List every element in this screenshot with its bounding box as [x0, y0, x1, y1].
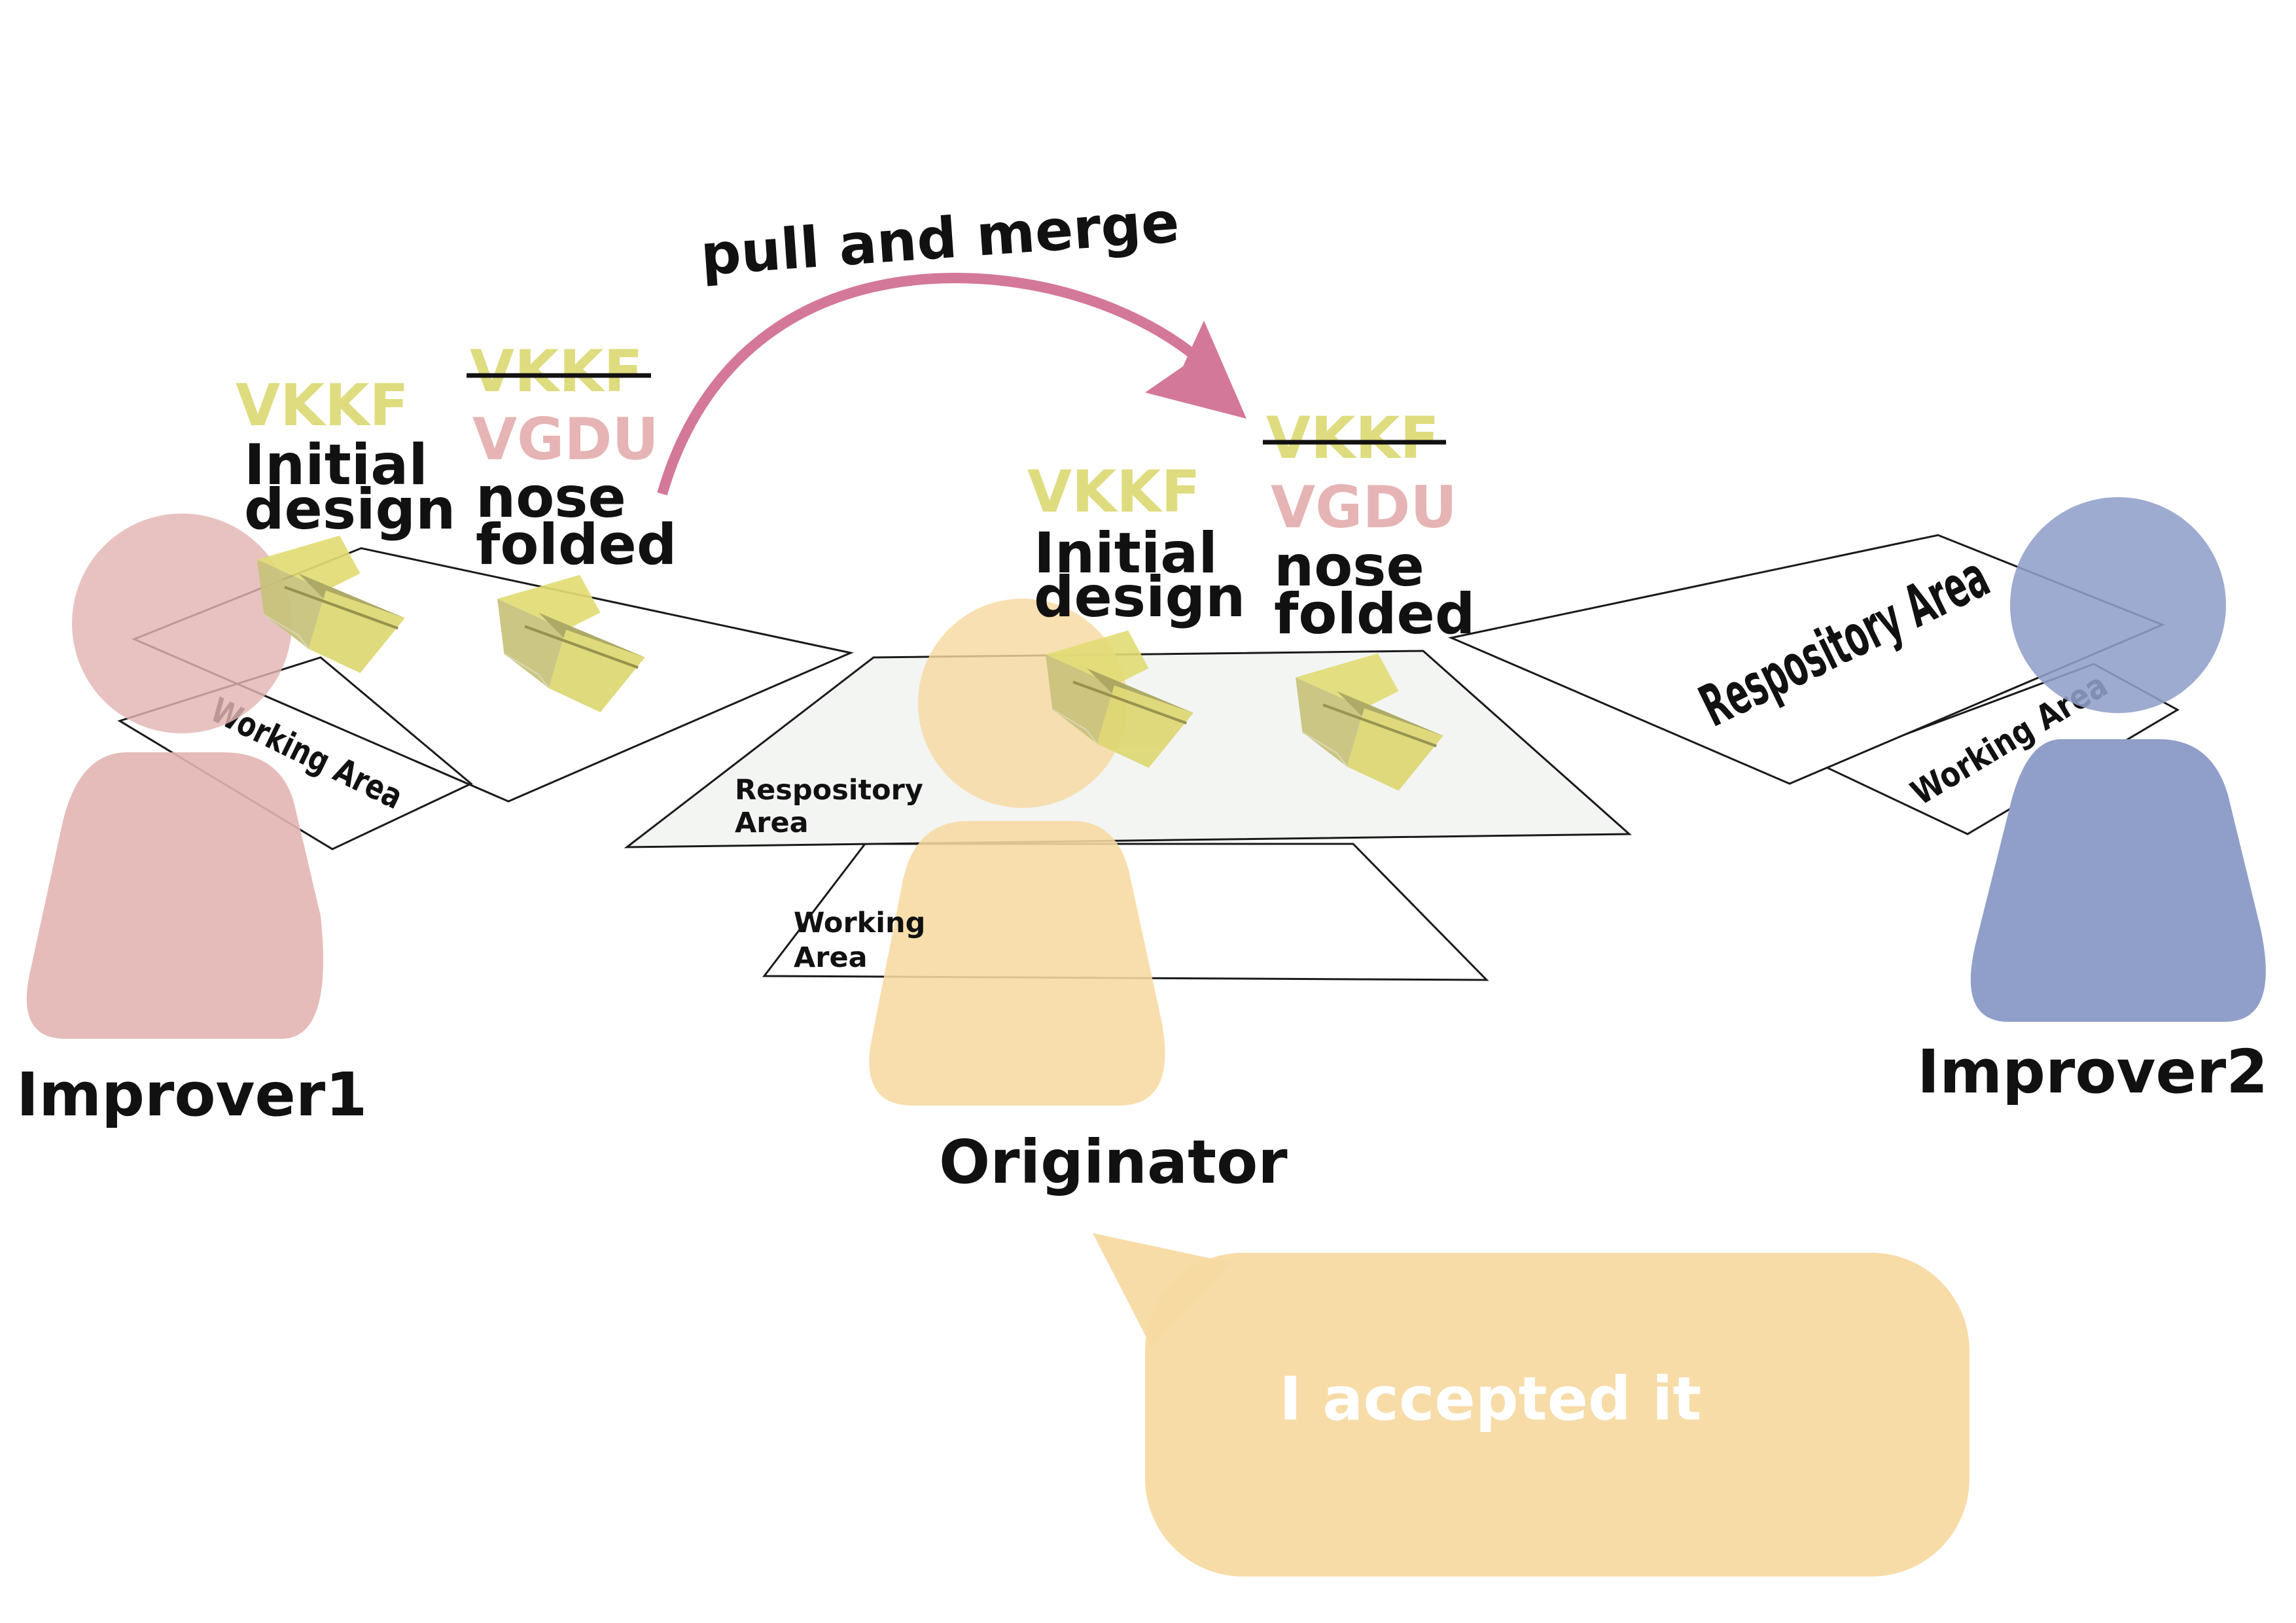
originator-repository-label-line2: Area [735, 807, 809, 839]
improver1-group: Working Area VKKF Initial design VKKF VG… [16, 338, 854, 1130]
originator-working-label-line2: Area [794, 941, 868, 974]
improver1-commit2-hash: VGDU [472, 406, 659, 473]
improver1-commit2-msg-line1: nose [476, 465, 626, 531]
originator-commit1-hash: VKKF [1027, 458, 1201, 525]
originator-commit1-msg-line1: Initial [1034, 521, 1218, 586]
originator-commit2-old-hash: VKKF [1266, 404, 1439, 472]
improver2-group: Working Area Respository Area Improver2 [1448, 497, 2268, 1107]
improver1-body [26, 752, 324, 1039]
improver1-commit2-msg-line2: folded [476, 512, 677, 578]
originator-body [869, 821, 1165, 1106]
improver1-name: Improver1 [16, 1060, 367, 1130]
originator-name: Originator [939, 1127, 1288, 1197]
improver1-commit1-msg-line1: Initial [244, 432, 428, 498]
originator-commit1-msg-line2: design [1034, 565, 1245, 630]
speech-bubble-text: I accepted it [1279, 1364, 1701, 1434]
improver1-commit1-hash: VKKF [236, 372, 409, 439]
improver2-body [1970, 739, 2266, 1022]
improver1-commit2-old-hash: VKKF [470, 338, 643, 405]
speech-bubble-tail [1093, 1233, 1230, 1348]
originator-commit2-hash: VGDU [1271, 474, 1457, 541]
pull-merge-arrow: pull and merge [657, 190, 1246, 496]
speech-bubble-body [1145, 1253, 1969, 1577]
originator-commit2-msg-line2: folded [1274, 582, 1475, 647]
improver1-commit1-msg-line2: design [244, 477, 455, 542]
improver2-name: Improver2 [1917, 1037, 2268, 1107]
originator-speech-bubble: I accepted it [1093, 1233, 1969, 1577]
originator-group: Respository Area Working Area VKKF Initi… [624, 404, 1969, 1577]
originator-working-label-line1: Working [794, 907, 925, 939]
originator-repository-label-line1: Respository [735, 774, 923, 807]
arrow-curve [657, 272, 1221, 496]
improver1-plane-nose-folded [497, 575, 645, 712]
originator-commit2-msg-line1: nose [1274, 534, 1424, 599]
arrow-head [1145, 321, 1246, 419]
improver1-head [72, 514, 292, 733]
improver2-head [2010, 497, 2226, 713]
